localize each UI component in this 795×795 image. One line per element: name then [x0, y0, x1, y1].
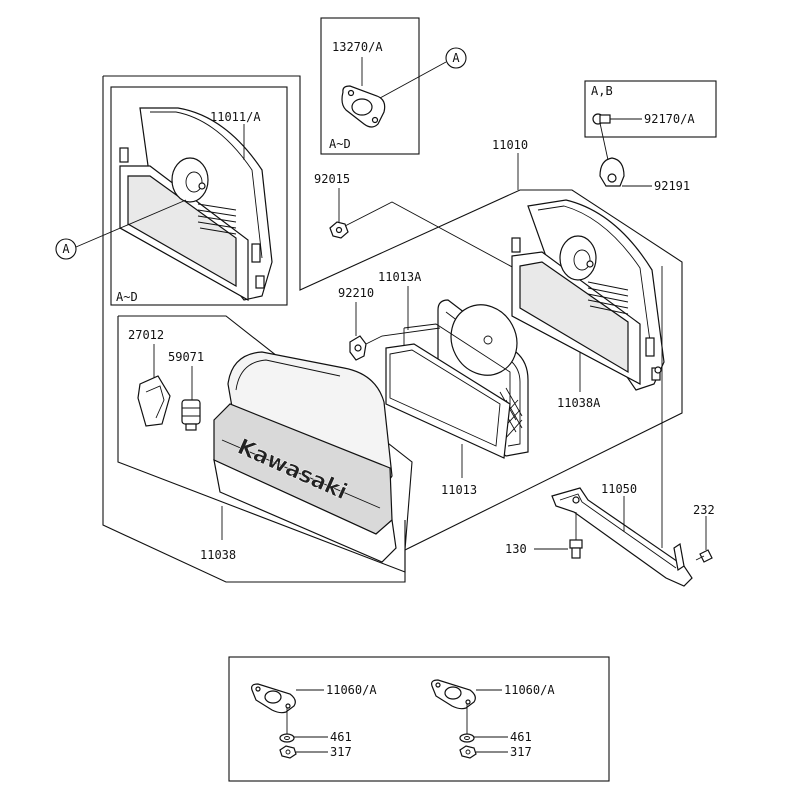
label-11050: 11050: [601, 482, 637, 496]
leader-92170-down: [599, 122, 609, 161]
label-92170A: 92170/A: [644, 112, 695, 126]
label-92210: 92210: [338, 286, 374, 300]
label-11013A: 11013A: [378, 270, 422, 284]
label-317-left: 317: [330, 745, 352, 759]
washer-461-left-icon: [279, 733, 295, 743]
leader-callout-a-left: [75, 199, 187, 248]
bolt-130-icon: [569, 539, 583, 559]
base-box: [110, 86, 288, 306]
air-cleaner-base-left-icon: [119, 107, 273, 302]
label-317-right: 317: [510, 745, 532, 759]
callout-a-left-letter: A: [62, 242, 70, 256]
gasket-11060-left-icon: [251, 683, 296, 714]
filter-element-11013-icon: [385, 323, 511, 459]
air-cleaner-cover-icon: Kawasaki: [213, 351, 397, 563]
label-fastener-scope: A,B: [591, 84, 613, 98]
screw-92170-icon: [592, 113, 611, 125]
label-27012: 27012: [128, 328, 164, 342]
label-59071: 59071: [168, 350, 204, 364]
washer-461-right-icon: [459, 733, 475, 743]
cover-box-outline: [117, 315, 413, 573]
nut-317-right-icon: [459, 745, 477, 759]
bracket-27012-icon: [137, 375, 171, 427]
label-11060A-right: 11060/A: [504, 683, 555, 697]
air-cleaner-base-right-icon: [511, 199, 665, 391]
label-13270A: 13270/A: [332, 40, 383, 54]
bracket-11050-icon: [551, 487, 693, 587]
label-92191: 92191: [654, 179, 690, 193]
leader-callout-a-top: [379, 61, 447, 99]
nut-317-left-icon: [279, 745, 297, 759]
callout-a-top-letter: A: [452, 51, 460, 65]
clip-92210-icon: [349, 335, 367, 361]
gasket-11060-right-icon: [431, 679, 476, 710]
label-gasket-scope: A~D: [329, 137, 351, 151]
label-11013: 11013: [441, 483, 477, 497]
label-11010: 11010: [492, 138, 528, 152]
assembly-outline: [102, 75, 683, 583]
label-232: 232: [693, 503, 715, 517]
hose-clamp-59071-icon: [181, 399, 201, 431]
callout-a-top: [445, 47, 467, 69]
gasket-box: [320, 17, 420, 155]
label-461-right: 461: [510, 730, 532, 744]
fastener-box: [584, 80, 717, 138]
clip-92191-icon: [599, 157, 625, 187]
label-11038: 11038: [200, 548, 236, 562]
bottom-gasket-box: [228, 656, 610, 782]
label-92015: 92015: [314, 172, 350, 186]
label-11060A-left: 11060/A: [326, 683, 377, 697]
label-130: 130: [505, 542, 527, 556]
leader-92210-link: [365, 327, 441, 345]
label-11038A: 11038A: [557, 396, 601, 410]
label-11011A: 11011/A: [210, 110, 261, 124]
label-461-left: 461: [330, 730, 352, 744]
screw-232-icon: [695, 549, 713, 563]
gasket-13270-icon: [341, 85, 386, 128]
callout-a-left: [55, 238, 77, 260]
label-base-scope: A~D: [116, 290, 138, 304]
nut-92015-icon: [329, 221, 349, 239]
